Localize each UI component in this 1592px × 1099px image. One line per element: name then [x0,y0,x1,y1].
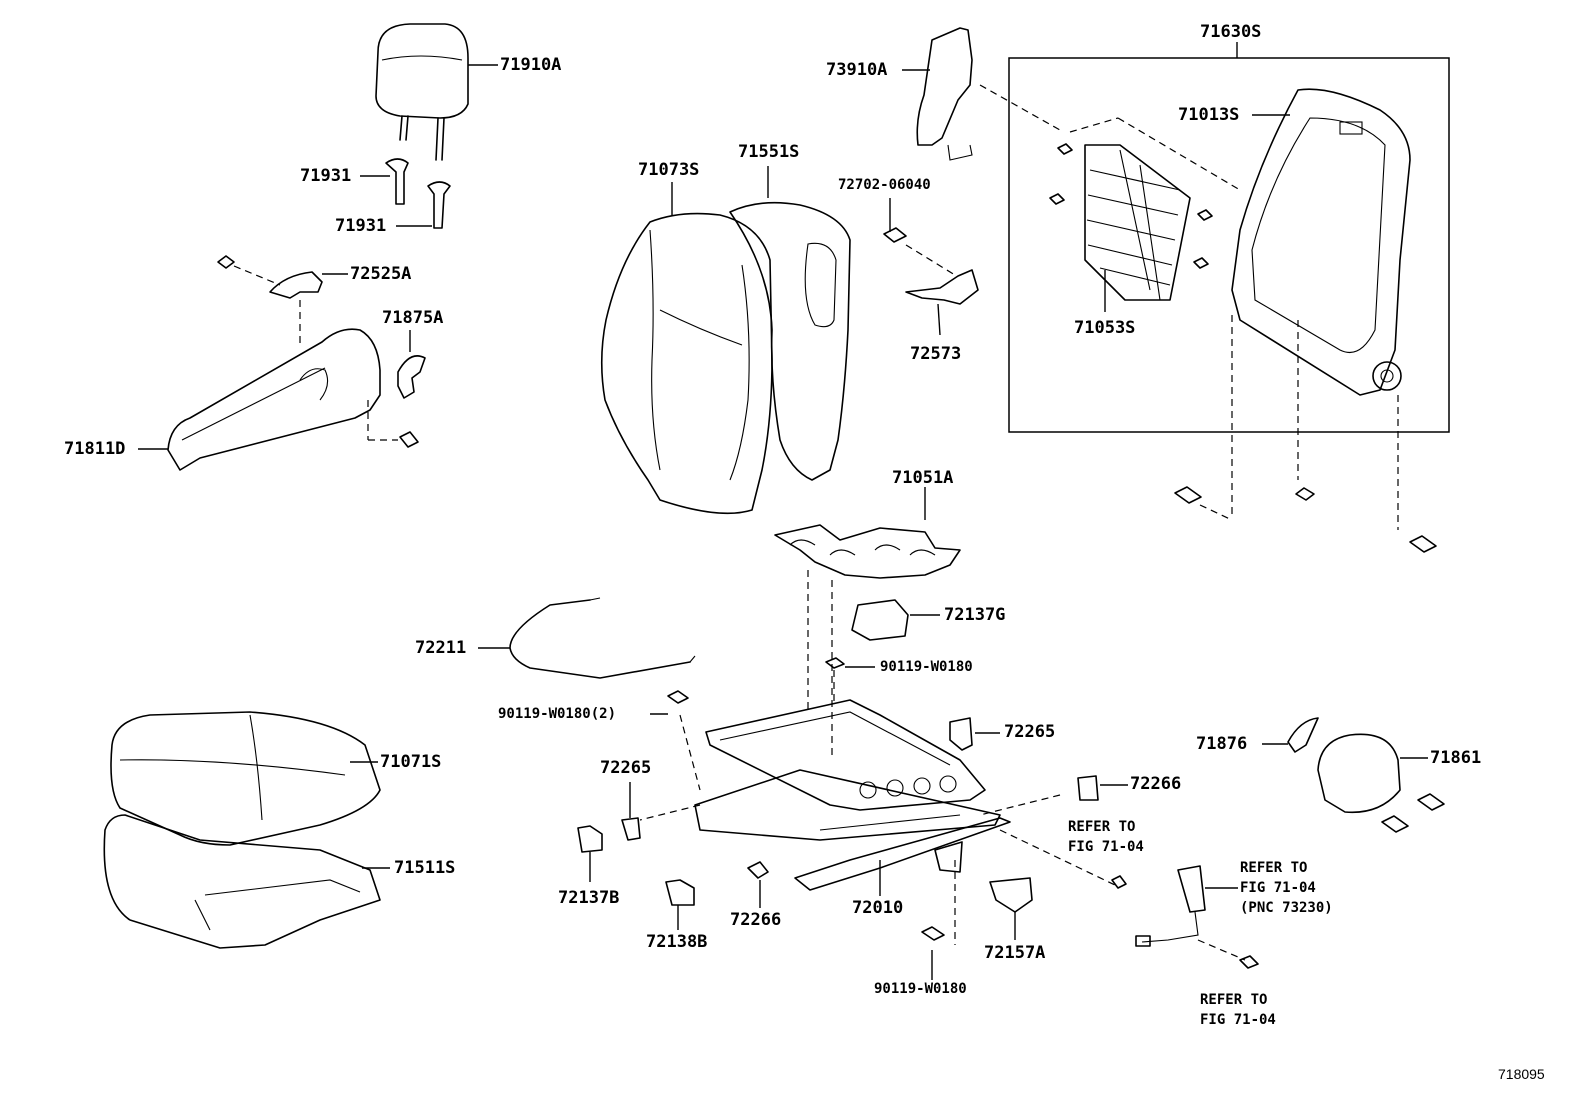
label-71931-lower: 71931 [335,216,387,236]
label-72157a: 72157A [984,943,1046,963]
seatback-cover-drawing [600,182,773,515]
label-72702-06040: 72702-06040 [838,177,931,193]
refer-note-1: REFER TO FIG 71-04 [1068,819,1144,855]
label-72266-right: 72266 [1130,774,1182,794]
seatback-pad-drawing [729,166,851,481]
label-71811d: 71811D [64,439,126,459]
label-71051a: 71051A [892,468,954,488]
label-71931-upper: 71931 [300,166,352,186]
frame-assembly-box [1008,57,1450,433]
frame-bolts-drawing [1174,315,1437,553]
cover-72157a-drawing [989,877,1033,940]
belt-buckle-drawing [999,829,1259,969]
clips-72266-drawing [747,775,1128,908]
label-71053s: 71053S [1074,318,1136,338]
label-72010: 72010 [852,898,904,918]
wire-72211-drawing [478,597,696,679]
label-71861: 71861 [1430,748,1482,768]
label-71876: 71876 [1196,734,1248,754]
label-72573: 72573 [910,344,962,364]
cover-73910a-drawing [902,27,1061,161]
cover-72137g-drawing [851,599,940,641]
label-71910a: 71910A [500,55,562,75]
label-72137g: 72137G [944,605,1006,625]
label-72266-left: 72266 [730,910,782,930]
shield-71811d-drawing [138,255,419,471]
label-71071s: 71071S [380,752,442,772]
seat-springs-drawing [774,487,961,760]
refer-note-3: REFER TO FIG 71-04 [1200,992,1276,1028]
label-72525a: 72525A [350,264,412,284]
label-71511s: 71511S [394,858,456,878]
headrest-guides-drawing [360,158,451,229]
label-72265-right: 72265 [1004,722,1056,742]
spring-mat-drawing [1049,117,1241,312]
label-72137b: 72137B [558,888,620,908]
trim-71876-drawing [1262,717,1319,753]
cushion-pad-drawing [103,814,390,949]
label-71875a: 71875A [382,308,444,328]
label-71551s: 71551S [738,142,800,162]
label-73910a: 73910A [826,60,888,80]
label-71630s: 71630S [1200,22,1262,42]
clip-71875a-drawing [397,330,426,399]
figure-id: 718095 [1498,1066,1545,1082]
headrest-drawing [375,23,498,161]
bracket-72573-drawing [883,198,979,336]
label-72138b: 72138B [646,932,708,952]
bolts-90119-drawing [650,657,956,980]
label-72211: 72211 [415,638,467,658]
label-71073s: 71073S [638,160,700,180]
clips-7213xb-drawing [577,825,695,930]
label-71013s: 71013S [1178,105,1240,125]
knob-71861-drawing [1317,733,1445,833]
brackets-72265-drawing [621,717,1000,841]
seat-adjuster-drawing [639,699,1011,896]
label-72265-left: 72265 [600,758,652,778]
cushion-cover-drawing [110,711,381,846]
refer-note-2: REFER TO FIG 71-04 (PNC 73230) [1240,860,1333,916]
label-90119-w0180-a: 90119-W0180 [880,659,973,675]
label-90119-w0180-b: 90119-W0180 [874,981,967,997]
cover-72525a-drawing [269,271,348,345]
label-90119-w0180-2: 90119-W0180(2) [498,706,617,722]
seatback-frame-drawing [1231,88,1411,396]
